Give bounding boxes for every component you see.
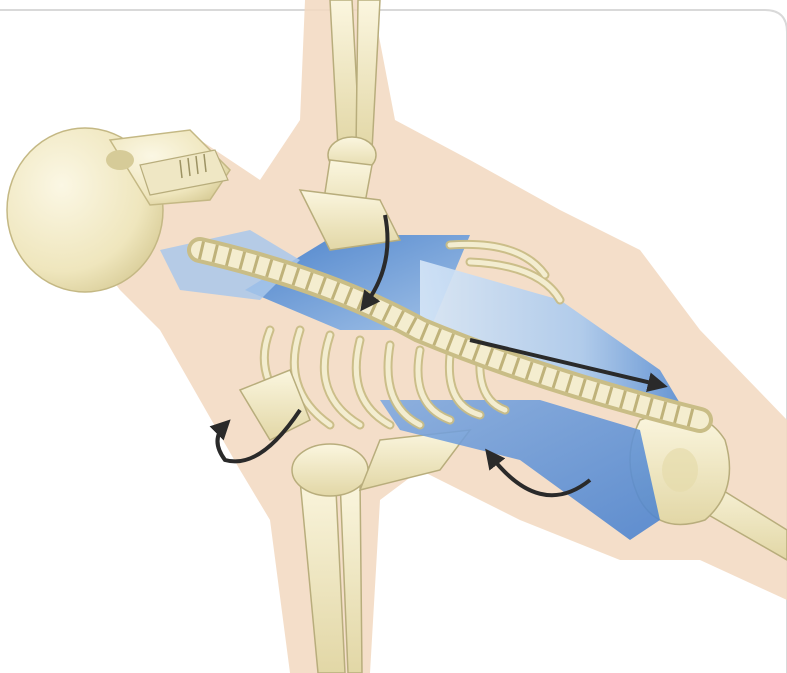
illustration-stage	[0, 0, 787, 673]
anatomy-illustration	[0, 0, 787, 673]
